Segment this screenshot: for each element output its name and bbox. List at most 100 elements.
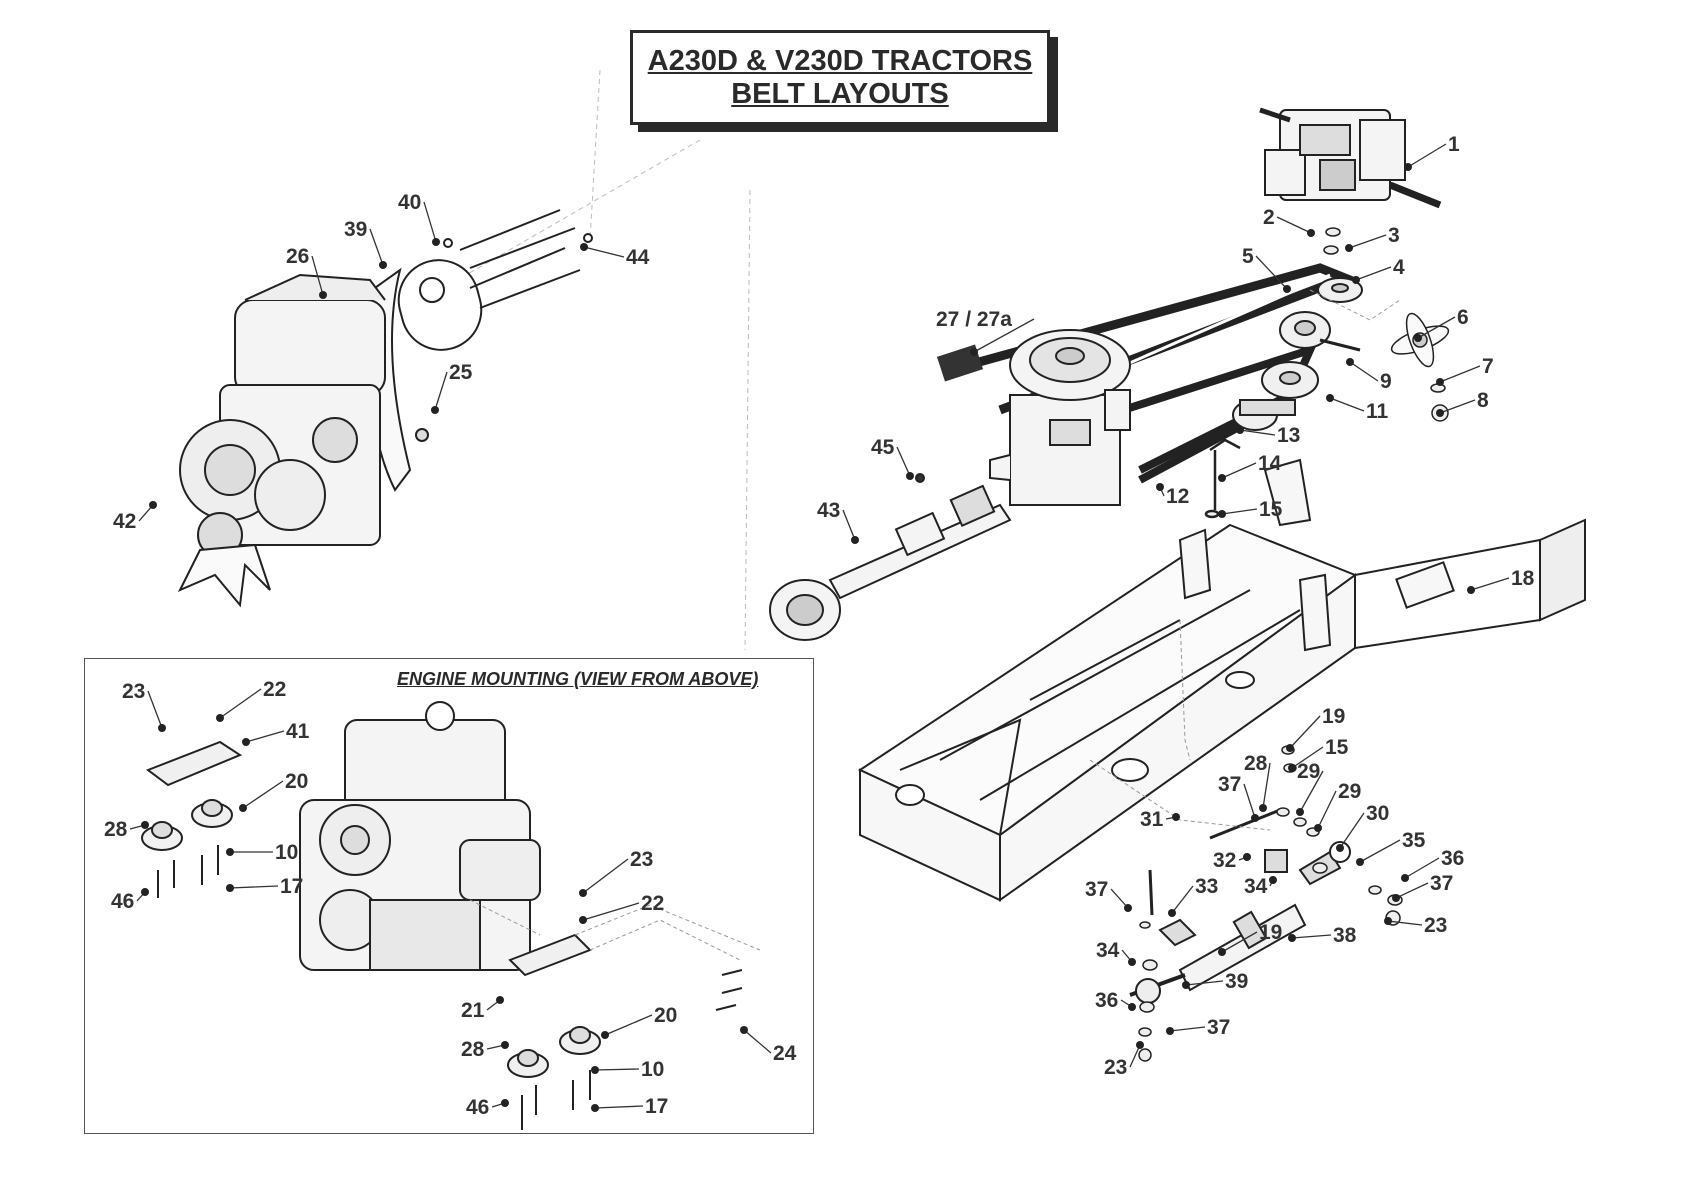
callout-label-c20b: 20: [654, 1004, 677, 1027]
callout-label-c24: 24: [773, 1042, 797, 1065]
callout-leader-c33: [1171, 885, 1194, 914]
callout-label-c28b: 28: [104, 818, 128, 841]
callout-label-c23a: 23: [122, 680, 145, 703]
callout-dot-c34a: [1269, 876, 1277, 884]
callout-dot-c10a: [226, 848, 234, 856]
callout-dot-c9: [1346, 358, 1354, 366]
callout-label-c2: 2: [1263, 206, 1275, 229]
main-frame: [857, 458, 1586, 902]
callout-leader-c41: [245, 730, 285, 743]
callout-label-c37b: 37: [1085, 878, 1108, 901]
callout-label-c38: 38: [1333, 924, 1357, 947]
callout-leader-c37b: [1110, 888, 1129, 909]
callout-label-c23d: 23: [630, 848, 653, 871]
callout-label-c36a: 36: [1441, 847, 1464, 870]
divider-lines: [439, 69, 751, 651]
engine-mounting-inset: ENGINE MOUNTING (VIEW FROM ABOVE): [84, 658, 814, 1134]
title-line-2: BELT LAYOUTS: [731, 77, 949, 110]
callout-label-c30: 30: [1366, 802, 1389, 825]
callout-leader-c7: [1439, 365, 1481, 383]
inset-title: ENGINE MOUNTING (VIEW FROM ABOVE): [397, 669, 759, 689]
callout-dot-c34b: [1128, 958, 1136, 966]
callout-dot-c3: [1345, 244, 1353, 252]
callout-label-c22b: 22: [641, 892, 664, 915]
callout-label-c18: 18: [1511, 567, 1535, 590]
callout-label-c22a: 22: [263, 678, 286, 701]
callout-leader-c10b: [594, 1068, 640, 1071]
callout-label-c17b: 17: [645, 1095, 668, 1118]
callout-dot-c1: [1404, 163, 1412, 171]
callout-label-c39a: 39: [344, 218, 367, 241]
callout-label-c44: 44: [626, 246, 650, 269]
callout-label-c10a: 10: [275, 841, 298, 864]
callout-label-c21: 21: [461, 999, 485, 1022]
callout-label-c4: 4: [1393, 256, 1405, 279]
callout-label-c37c: 37: [1430, 872, 1453, 895]
callout-label-c5: 5: [1242, 245, 1254, 268]
callout-dot-c30: [1336, 844, 1344, 852]
callout-leader-c15a: [1221, 508, 1258, 515]
callout-dot-c15b: [1288, 764, 1296, 772]
callout-dot-c25: [431, 406, 439, 414]
callout-label-c35: 35: [1402, 829, 1426, 852]
callout-label-c46b: 46: [466, 1096, 489, 1119]
callout-leader-c44: [583, 246, 625, 258]
callout-leader-c45: [896, 446, 911, 477]
callout-leader-c27: [973, 318, 1035, 353]
callout-label-c37a: 37: [1218, 773, 1241, 796]
callout-label-c39b: 39: [1225, 970, 1248, 993]
callout-leader-c4: [1355, 266, 1392, 281]
title-box: A230D & V230D TRACTORS BELT LAYOUTS: [630, 30, 1050, 125]
callout-label-c34b: 34: [1096, 939, 1120, 962]
inset-engine: [299, 701, 541, 971]
callout-leader-c23d: [582, 858, 629, 894]
callout-leader-c3: [1348, 234, 1387, 249]
callout-label-c6: 6: [1457, 306, 1469, 329]
callout-dot-c12: [1156, 483, 1164, 491]
callout-leader-c14: [1221, 462, 1257, 479]
callout-leader-c17b: [594, 1105, 644, 1109]
callout-label-c33: 33: [1195, 875, 1218, 898]
callout-label-c40: 40: [398, 191, 421, 214]
callout-dot-c28b: [141, 821, 149, 829]
callout-dot-c37b: [1124, 904, 1132, 912]
callout-label-c29a: 29: [1297, 760, 1320, 783]
callout-leader-c20a: [242, 780, 284, 809]
callout-leader-c5: [1255, 255, 1288, 290]
callout-leader-c37d: [1169, 1026, 1206, 1032]
callout-dot-c23d: [579, 889, 587, 897]
callout-label-c46a: 46: [111, 890, 134, 913]
callout-dot-c37a: [1251, 814, 1259, 822]
drive-shaft: [769, 473, 1012, 641]
callout-label-c15b: 15: [1325, 736, 1349, 759]
callout-dot-c8: [1436, 409, 1444, 417]
callout-dot-c2: [1307, 229, 1315, 237]
callout-leader-c37a: [1243, 783, 1256, 819]
callout-dot-c38: [1288, 934, 1296, 942]
callout-dot-c28a: [1259, 804, 1267, 812]
callout-leader-c38: [1291, 934, 1332, 939]
callout-label-c42: 42: [113, 510, 136, 533]
callout-leader-c30: [1339, 812, 1365, 849]
callout-dot-c10b: [591, 1066, 599, 1074]
callout-label-c14: 14: [1258, 452, 1282, 475]
callout-label-c36b: 36: [1095, 989, 1118, 1012]
callout-dot-c37c: [1392, 894, 1400, 902]
callout-dot-c29a: [1296, 808, 1304, 816]
inset-mounts: [141, 740, 601, 1078]
callout-dot-c7: [1436, 378, 1444, 386]
callout-label-c45: 45: [871, 436, 895, 459]
callout-leader-c29b: [1317, 790, 1337, 829]
callout-leader-c23b: [1387, 920, 1423, 926]
callout-dot-c18: [1467, 586, 1475, 594]
callout-label-c31: 31: [1140, 808, 1164, 831]
callout-leader-c39a: [369, 228, 384, 266]
callout-leader-c29a: [1299, 770, 1324, 813]
callout-dot-c39a: [379, 261, 387, 269]
callout-label-c11: 11: [1366, 400, 1389, 423]
callout-leader-c36a: [1404, 857, 1440, 879]
callout-dot-c33: [1168, 909, 1176, 917]
callout-label-c27: 27 / 27a: [936, 308, 1012, 331]
callout-leader-c37c: [1395, 882, 1429, 899]
